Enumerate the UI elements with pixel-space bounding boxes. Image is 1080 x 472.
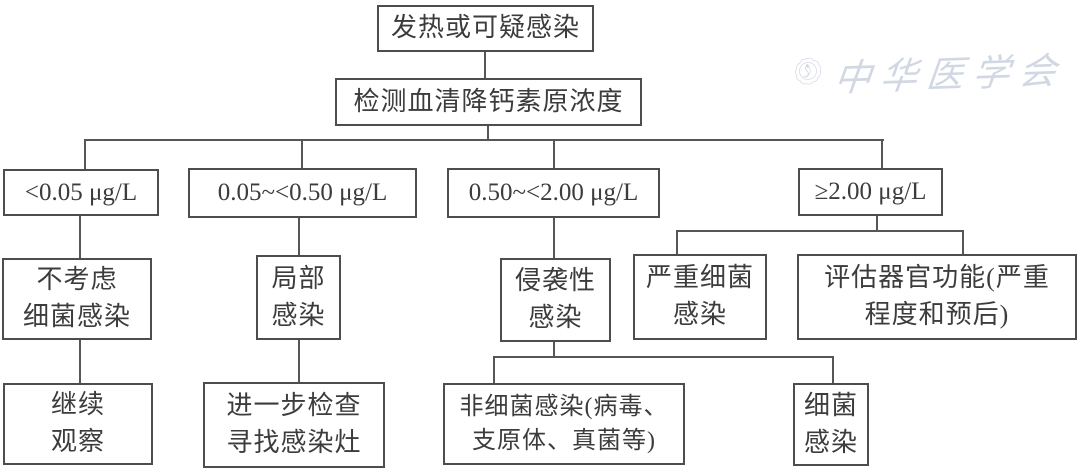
connector-drop-assessorgan xyxy=(962,230,964,254)
connector-local-to-furtherexam xyxy=(298,340,300,382)
node-range-lt-0.05: <0.05 μg/L xyxy=(3,169,159,216)
connector-drop-nonbacterial xyxy=(493,356,495,383)
cma-seal-icon xyxy=(795,57,821,85)
connector-nobacterial-to-observe xyxy=(79,340,81,383)
node-invasive-infection: 侵袭性 感染 xyxy=(500,258,611,342)
node-test-serum-procalcitonin: 检测血清降钙素原浓度 xyxy=(335,78,642,126)
node-severe-bacterial-infection: 严重细菌 感染 xyxy=(633,254,767,340)
node-range-0.05-0.50: 0.05~<0.50 μg/L xyxy=(188,168,417,218)
connector-stub-lt005 xyxy=(84,139,86,169)
connector-test-down xyxy=(487,126,489,141)
connector-drop-bacterial xyxy=(832,356,834,383)
watermark: 中华医学会 xyxy=(795,36,1067,106)
connector-invasive-branch-bar xyxy=(493,356,834,358)
connector-ge200-down xyxy=(876,216,878,232)
connector-fever-to-test xyxy=(484,52,486,79)
watermark-org-name: 中华医学会 xyxy=(831,50,1068,100)
connector-stub-050-200 xyxy=(553,139,555,168)
connector-branch-bar xyxy=(84,139,884,141)
connector-stub-005-050 xyxy=(301,139,303,168)
node-range-ge-2.00: ≥2.00 μg/L xyxy=(798,168,943,216)
node-continue-observation: 继续 观察 xyxy=(3,383,153,465)
connector-005-to-local xyxy=(298,218,300,255)
connector-drop-severebacterial xyxy=(676,230,678,254)
node-non-bacterial-infection: 非细菌感染(病毒、 支原体、真菌等) xyxy=(443,383,685,465)
node-no-bacterial-infection-considered: 不考虑 细菌感染 xyxy=(2,258,152,340)
node-bacterial-infection: 细菌 感染 xyxy=(793,383,869,466)
node-range-0.50-2.00: 0.50~<2.00 μg/L xyxy=(447,168,660,218)
connector-ge200-branch-bar xyxy=(676,230,964,232)
connector-invasive-down xyxy=(553,342,555,357)
connector-lt005-to-nobacterial xyxy=(79,216,81,258)
node-local-infection: 局部 感染 xyxy=(256,255,341,340)
node-fever-or-suspected-infection: 发热或可疑感染 xyxy=(377,5,594,52)
connector-stub-ge200 xyxy=(881,139,883,168)
node-further-exam-find-focus: 进一步检查 寻找感染灶 xyxy=(203,382,385,468)
connector-050-to-invasive xyxy=(553,218,555,258)
node-assess-organ-function: 评估器官功能(严重 程度和预后) xyxy=(797,254,1077,340)
